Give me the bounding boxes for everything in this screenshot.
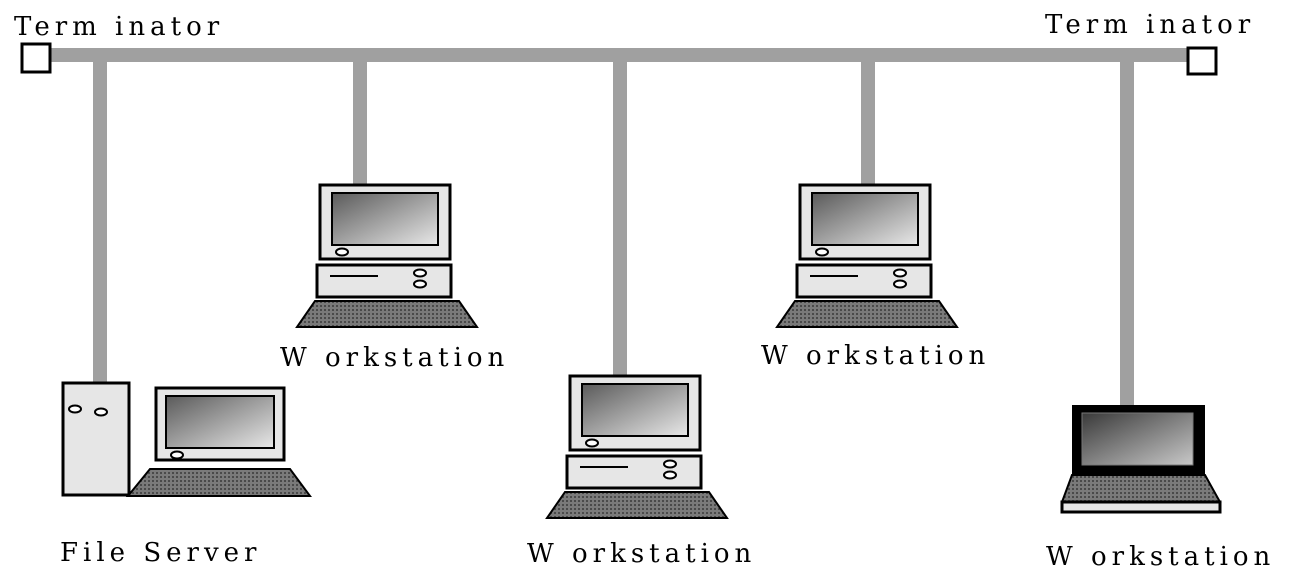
- terminator-left-label: Term inator: [14, 12, 224, 42]
- file-server-label: File Server: [60, 538, 261, 568]
- file-server-icon: [61, 381, 312, 497]
- terminator-right-icon: [1186, 46, 1218, 76]
- workstation-1-label: W orkstation: [280, 343, 509, 373]
- drop-cable-workstation-3: [861, 55, 875, 187]
- laptop-icon: [1060, 405, 1222, 514]
- workstation-2-icon: [545, 374, 729, 520]
- drop-cable-workstation-laptop: [1120, 55, 1134, 407]
- terminator-right-label: Term inator: [1045, 10, 1255, 40]
- workstation-3-label: W orkstation: [761, 341, 990, 371]
- drop-cable-file-server: [93, 55, 107, 385]
- drop-cable-workstation-2: [613, 55, 627, 385]
- workstation-3-icon: [775, 183, 959, 329]
- workstation-laptop-label: W orkstation: [1046, 542, 1275, 568]
- drop-cable-workstation-1: [353, 55, 367, 187]
- terminator-left-icon: [20, 42, 52, 74]
- workstation-1-icon: [295, 183, 479, 329]
- workstation-2-label: W orkstation: [527, 539, 756, 568]
